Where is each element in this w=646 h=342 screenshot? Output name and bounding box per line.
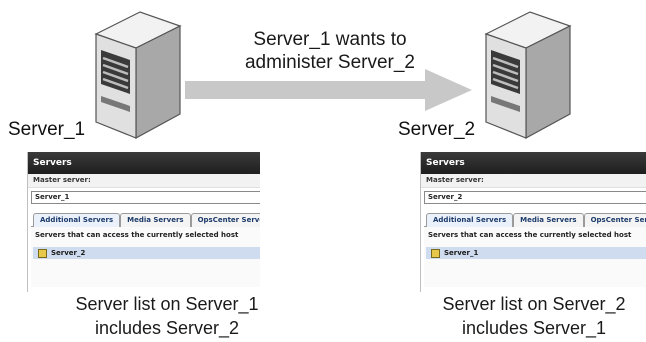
master-server-field[interactable]: Server_2 <box>424 191 646 204</box>
tab-content: Servers that can access the currently se… <box>424 226 646 287</box>
server-1-servers-panel: Servers Master server: Server_1 Addition… <box>27 152 260 292</box>
panel-title: Servers <box>28 152 260 174</box>
arrow-caption-line-1: Server_1 wants to <box>253 29 407 50</box>
tab-media-servers[interactable]: Media Servers <box>120 213 191 227</box>
tab-opscenter-servers[interactable]: OpsCenter Servers <box>190 213 260 227</box>
master-server-label: Master server: <box>421 174 646 188</box>
server-2-caption: Server list on Server_2 includes Server_… <box>414 292 646 340</box>
list-item-label: Server_1 <box>444 249 479 257</box>
caption-line-2: includes Server_1 <box>461 318 607 338</box>
server-2-label: Server_2 <box>398 119 476 140</box>
list-item[interactable]: Server_1 <box>426 247 646 259</box>
master-server-label: Master server: <box>28 174 260 188</box>
tab-caption: Servers that can access the currently se… <box>35 231 239 239</box>
list-item[interactable]: Server_2 <box>33 247 260 259</box>
tab-additional-servers[interactable]: Additional Servers <box>426 213 514 227</box>
list-item-label: Server_2 <box>51 249 86 257</box>
tab-content: Servers that can access the currently se… <box>31 226 260 287</box>
administer-arrow-icon <box>185 69 472 111</box>
server-item-icon <box>431 248 440 258</box>
tab-additional-servers[interactable]: Additional Servers <box>33 213 121 227</box>
caption-line-1: Server list on Server_1 <box>75 294 259 314</box>
server-item-icon <box>38 248 47 258</box>
server-2-servers-panel: Servers Master server: Server_2 Addition… <box>420 152 646 292</box>
panel-tabs: Additional Servers Media Servers OpsCent… <box>33 213 260 227</box>
server-1-caption: Server list on Server_1 includes Server_… <box>47 292 287 340</box>
server-2-tower-icon <box>484 11 572 140</box>
arrow-caption-line-2: administer Server_2 <box>244 52 416 73</box>
caption-line-1: Server list on Server_2 <box>442 294 626 314</box>
caption-line-2: includes Server_2 <box>94 318 240 338</box>
tab-caption: Servers that can access the currently se… <box>428 231 632 239</box>
server-1-label: Server_1 <box>8 119 86 140</box>
panel-tabs: Additional Servers Media Servers OpsCent… <box>426 213 646 227</box>
panel-title: Servers <box>421 152 646 174</box>
server-1-tower-icon <box>94 11 182 140</box>
master-server-field[interactable]: Server_1 <box>31 191 260 204</box>
arrow-caption: Server_1 wants to administer Server_2 <box>225 28 435 74</box>
tab-opscenter-servers[interactable]: OpsCenter Servers <box>583 213 646 227</box>
tab-media-servers[interactable]: Media Servers <box>513 213 584 227</box>
